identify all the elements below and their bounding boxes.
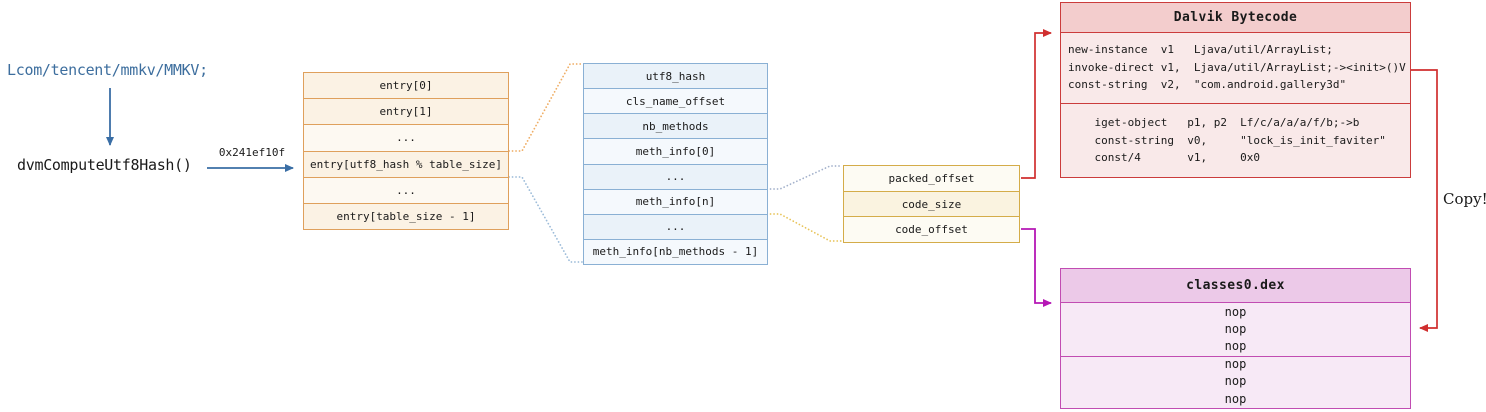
bytecode-line: invoke-direct v1, Ljava/util/ArrayList;-… — [1068, 60, 1406, 74]
table-row: code_size — [844, 191, 1019, 218]
nop-line: nop — [1224, 304, 1247, 319]
dotted-methinfo-to-methtable-bottom — [766, 213, 843, 242]
classes0-dex-title: classes0.dex — [1061, 269, 1410, 303]
table-row: code_offset — [844, 217, 1019, 243]
arrow-copy-dalvik-to-dex — [1411, 69, 1438, 332]
class-descriptor-label: Lcom/tencent/mmkv/MMKV; — [7, 61, 208, 79]
dalvik-bytecode-title: Dalvik Bytecode — [1061, 3, 1410, 33]
bytecode-line: const-string v0, "lock_is_init_faviter" — [1068, 133, 1386, 147]
hash-entry-table: entry[0] entry[1] ... entry[utf8_hash % … — [303, 72, 509, 230]
dotted-methinfo-to-methtable-top — [766, 165, 843, 190]
bytecode-line: iget-object p1, p2 Lf/c/a/a/a/f/b;->b — [1068, 116, 1360, 129]
dalvik-bytecode-box: Dalvik Bytecode new-instance v1 Ljava/ut… — [1060, 2, 1411, 178]
table-row-ellipsis: ... — [584, 164, 767, 190]
table-row: entry[1] — [304, 99, 508, 126]
table-row-ellipsis: ... — [304, 177, 508, 204]
arrow-codeoffset-to-dex — [1021, 228, 1052, 307]
bytecode-line: const-string v2, "com.android.gallery3d" — [1068, 78, 1347, 91]
class-entry-table: utf8_hash cls_name_offset nb_methods met… — [583, 63, 768, 265]
nop-line: nop — [1224, 374, 1247, 389]
table-row: entry[table_size - 1] — [304, 203, 508, 230]
table-row-ellipsis: ... — [304, 125, 508, 152]
method-info-table: packed_offset code_size code_offset — [843, 165, 1020, 243]
bytecode-line: const/4 v1, 0x0 — [1068, 151, 1261, 164]
nop-line: nop — [1224, 357, 1247, 372]
table-row: cls_name_offset — [584, 89, 767, 115]
dalvik-bytecode-section-2: iget-object p1, p2 Lf/c/a/a/a/f/b;->b co… — [1061, 103, 1410, 177]
dex-nop-section-1: nop nop nop — [1061, 303, 1410, 356]
dotted-entry-to-classtable-bottom — [508, 176, 583, 263]
table-row-ellipsis: ... — [584, 214, 767, 240]
arrow-packedoffset-to-dalvik — [1021, 29, 1052, 179]
table-row-matched-entry: entry[utf8_hash % table_size] — [304, 151, 508, 178]
nop-line: nop — [1224, 321, 1247, 336]
table-row: meth_info[0] — [584, 139, 767, 165]
bytecode-line: new-instance v1 Ljava/util/ArrayList; — [1068, 43, 1333, 56]
dotted-entry-to-classtable-top — [508, 63, 583, 152]
table-row: utf8_hash — [584, 64, 767, 90]
hash-value-label: 0x241ef10f — [218, 146, 286, 159]
classes0-dex-box: classes0.dex nop nop nop nop nop nop — [1060, 268, 1411, 409]
nop-line: nop — [1224, 339, 1247, 354]
dex-nop-section-2: nop nop nop — [1061, 356, 1410, 407]
table-row: nb_methods — [584, 114, 767, 140]
nop-line: nop — [1224, 391, 1247, 406]
table-row: entry[0] — [304, 73, 508, 100]
dalvik-bytecode-section-1: new-instance v1 Ljava/util/ArrayList; in… — [1061, 33, 1410, 103]
copy-annotation: Copy! — [1443, 190, 1486, 208]
table-row: meth_info[nb_methods - 1] — [584, 239, 767, 264]
table-row: packed_offset — [844, 166, 1019, 192]
hash-function-label: dvmComputeUtf8Hash() — [17, 156, 192, 174]
table-row-methinfo-n: meth_info[n] — [584, 189, 767, 215]
